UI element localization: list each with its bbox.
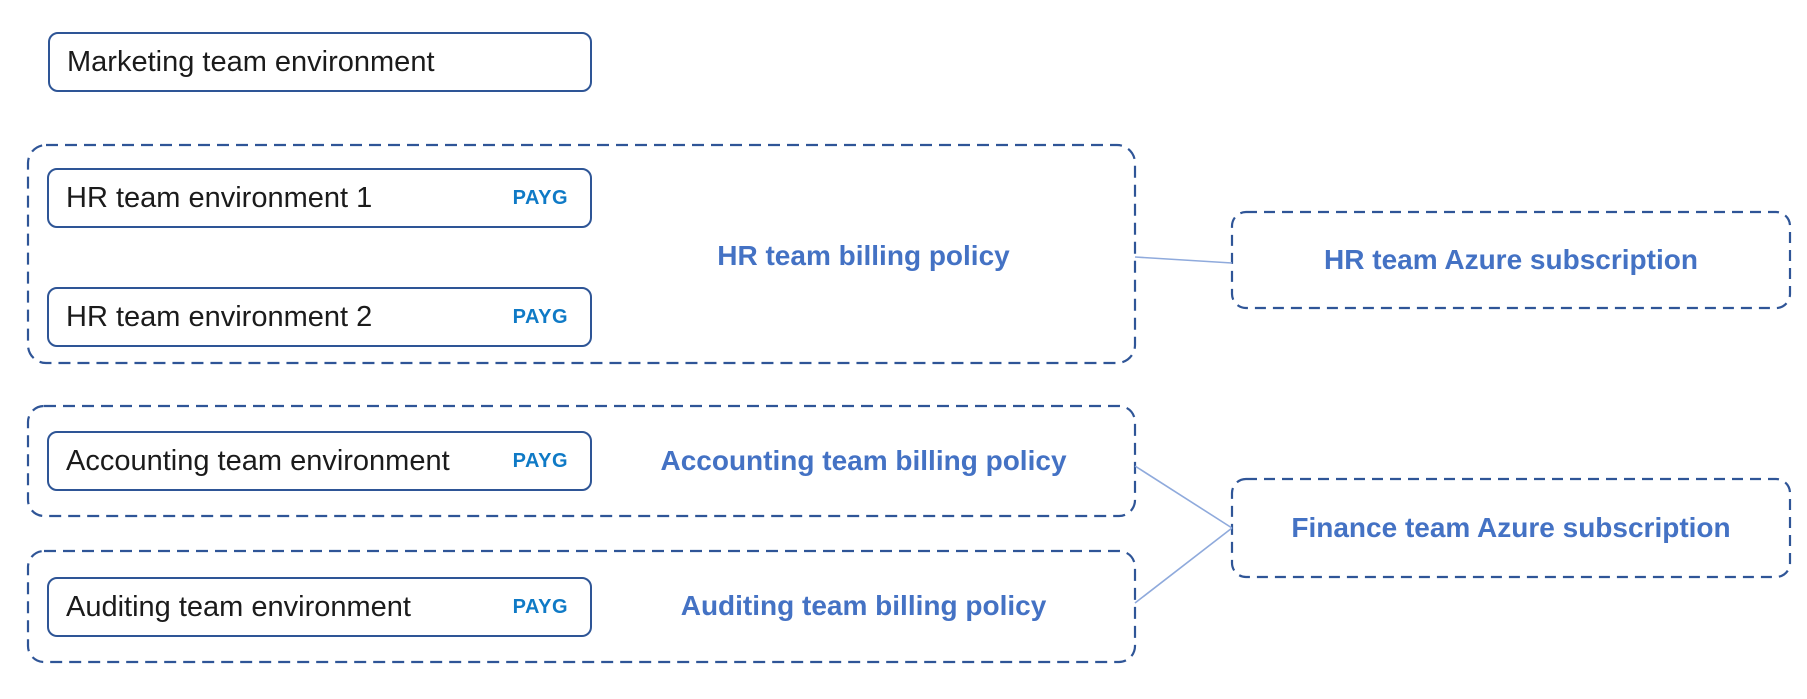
accounting-environment-payg-badge: PAYG [512, 449, 568, 472]
auditing-billing-policy-label: Auditing team billing policy [680, 590, 1047, 621]
accounting-environment-label: Accounting team environment [66, 444, 450, 477]
auditing-billing-policy-group-border [26, 549, 1137, 664]
hr-environment-1-label: HR team environment 1 [66, 181, 373, 214]
hr-billing-policy-label: HR team billing policy [717, 240, 1010, 271]
hr-environment-2-payg-badge: PAYG [512, 305, 568, 328]
hr-environment-1-payg-badge: PAYG [512, 186, 568, 209]
hr-environment-1-box: HR team environment 1 PAYG [47, 168, 592, 228]
accounting-environment-box: Accounting team environment PAYG [47, 431, 592, 491]
connector-accounting-policy-to-finance-subscription [1134, 465, 1233, 529]
hr-azure-subscription-label: HR team Azure subscription [1324, 244, 1698, 275]
connector-auditing-policy-to-finance-subscription [1134, 527, 1233, 604]
hr-azure-subscription-border [1230, 210, 1792, 310]
auditing-environment-payg-badge: PAYG [512, 595, 568, 618]
hr-environment-2-box: HR team environment 2 PAYG [47, 287, 592, 347]
hr-environment-2-label: HR team environment 2 [66, 300, 373, 333]
auditing-environment-box: Auditing team environment PAYG [47, 577, 592, 637]
marketing-environment-label: Marketing team environment [67, 45, 435, 78]
connector-hr-policy-to-hr-subscription [1134, 256, 1233, 264]
auditing-environment-label: Auditing team environment [66, 590, 411, 623]
finance-azure-subscription-label: Finance team Azure subscription [1291, 512, 1731, 543]
accounting-billing-policy-group-border [26, 404, 1137, 518]
hr-billing-policy-group-border [26, 143, 1137, 365]
marketing-environment-box: Marketing team environment [48, 32, 592, 92]
accounting-billing-policy-label: Accounting team billing policy [660, 445, 1067, 476]
